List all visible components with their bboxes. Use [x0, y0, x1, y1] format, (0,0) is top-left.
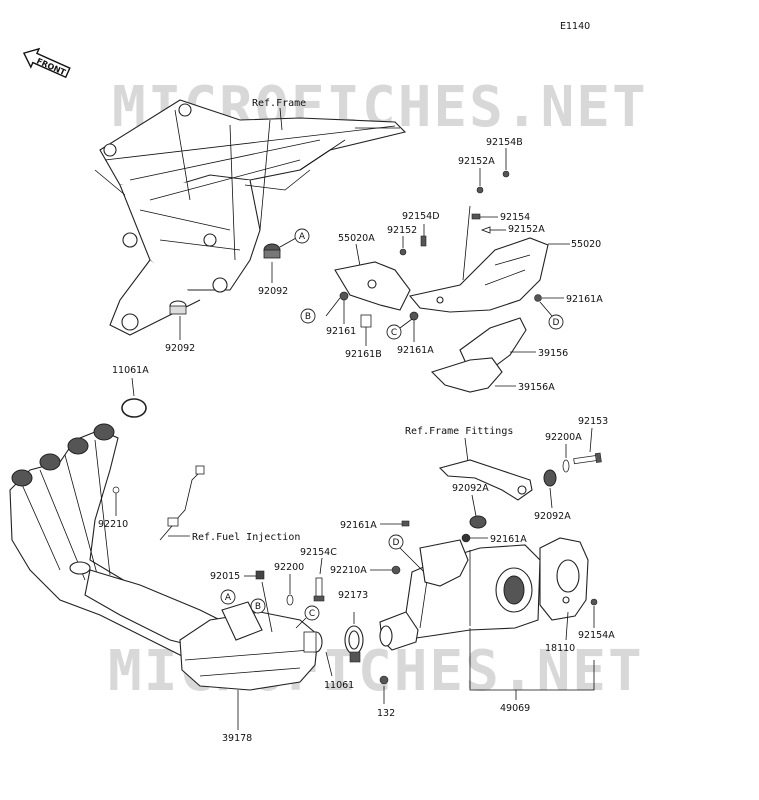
- part-92210a: 92210A: [330, 565, 367, 576]
- gasket-11061: [303, 631, 323, 653]
- part-92173: 92173: [338, 590, 368, 601]
- callout-a-top-letter: A: [299, 232, 306, 242]
- bolt-132: [379, 675, 389, 685]
- bushing-92092-top: [263, 243, 281, 259]
- callout-c-bottom: [304, 605, 320, 621]
- part-11061: 11061: [324, 680, 354, 691]
- part-92200a: 92200A: [545, 432, 582, 443]
- gasket-11061a: [121, 398, 147, 418]
- frame-drawing: [94, 99, 407, 336]
- callout-b-top: [300, 308, 316, 324]
- grommet-92161a-right: [534, 294, 542, 302]
- front-arrow-icon: FRONT: [22, 47, 71, 79]
- bracket-55020a: [334, 261, 411, 311]
- bushing-92092-bottom: [169, 300, 187, 315]
- part-18110: 18110: [545, 643, 575, 654]
- callout-a-bottom-letter: A: [225, 593, 232, 603]
- part-92154d: 92154D: [402, 211, 440, 222]
- heat-cover-39156a: [430, 357, 503, 393]
- part-55020: 55020: [571, 239, 601, 250]
- callout-b-bottom-letter: B: [255, 602, 261, 612]
- part-92161a-b2: 92161A: [490, 534, 527, 545]
- callout-d-bottom-letter: D: [393, 538, 400, 548]
- callout-a-top: [294, 228, 310, 244]
- exhaust-headers: [9, 423, 231, 661]
- pre-chamber-39178: [179, 601, 319, 691]
- nut-92210a: [391, 565, 401, 575]
- part-92015: 92015: [210, 571, 240, 582]
- part-92092a-left: 92092A: [452, 483, 489, 494]
- grommet-92161: [339, 291, 349, 301]
- grommet-92161a-b1: [401, 520, 410, 527]
- bushing-92092a-right: [543, 469, 557, 487]
- bushing-92092a-left: [469, 515, 487, 529]
- callout-d-top-letter: D: [553, 318, 560, 328]
- callout-d-top: [548, 314, 564, 330]
- washer-92152: [399, 248, 407, 256]
- washer-92200: [286, 594, 294, 606]
- grommet-92161a-b2: [461, 533, 471, 543]
- end-cap-18110: [539, 537, 589, 621]
- part-92154b: 92154B: [486, 137, 523, 148]
- oxygen-sensor: [159, 465, 205, 541]
- muffler-bracket: [438, 459, 533, 501]
- part-92154a: 92154A: [578, 630, 615, 641]
- part-92161b: 92161B: [345, 349, 382, 360]
- part-39156a: 39156A: [518, 382, 555, 393]
- mount-bracket-silencer: [419, 539, 469, 587]
- clip-92161b: [360, 314, 372, 328]
- callout-b-top-letter: B: [305, 312, 311, 322]
- part-92153: 92153: [578, 416, 608, 427]
- callout-c-bottom-letter: C: [309, 609, 315, 619]
- part-92092a-right: 92092A: [534, 511, 571, 522]
- callout-c-top: [386, 324, 402, 340]
- bolt-92153: [573, 452, 602, 465]
- part-39178: 39178: [222, 733, 252, 744]
- part-92154c: 92154C: [300, 547, 337, 558]
- ref-frame-label: Ref.Frame: [252, 98, 306, 109]
- part-132: 132: [377, 708, 395, 719]
- part-49069: 49069: [500, 703, 530, 714]
- bolt-92154d: [420, 235, 427, 247]
- part-39156: 39156: [538, 348, 568, 359]
- part-92210: 92210: [98, 519, 128, 530]
- nut-92015: [255, 570, 265, 580]
- part-92092-top: 92092: [258, 286, 288, 297]
- part-92092-bottom: 92092: [165, 343, 195, 354]
- part-55020a: 55020A: [338, 233, 375, 244]
- part-92161a-b1: 92161A: [340, 520, 377, 531]
- callout-d-bottom: [388, 534, 404, 550]
- part-92152a-top: 92152A: [458, 156, 495, 167]
- part-92161a-mid: 92161A: [397, 345, 434, 356]
- part-92152a: 92152A: [508, 224, 545, 235]
- washer-92152a: [480, 226, 491, 234]
- bolt-92154b: [502, 170, 510, 178]
- part-92161: 92161: [326, 326, 356, 337]
- ref-frame-fittings-label: Ref.Frame Fittings: [405, 426, 513, 437]
- washer-92200a: [562, 459, 570, 473]
- washer-92152a-top: [476, 186, 484, 194]
- diagram-code: E1140: [560, 21, 590, 32]
- callout-b-bottom: [250, 598, 266, 614]
- callout-c-top-letter: C: [391, 328, 397, 338]
- part-11061a: 11061A: [112, 365, 149, 376]
- bolt-92154c: [313, 577, 325, 602]
- bolt-92154: [471, 213, 481, 220]
- heat-shield-55020: [408, 237, 549, 313]
- ref-fuel-injection-label: Ref.Fuel Injection: [192, 532, 300, 543]
- part-92200: 92200: [274, 562, 304, 573]
- callout-a-bottom: [220, 589, 236, 605]
- nut-92210: [112, 486, 120, 494]
- part-92161a-right: 92161A: [566, 294, 603, 305]
- part-92154: 92154: [500, 212, 530, 223]
- clamp-92173: [344, 625, 364, 663]
- bolt-92154a: [590, 598, 598, 606]
- grommet-92161a-mid: [409, 311, 419, 321]
- part-92152: 92152: [387, 225, 417, 236]
